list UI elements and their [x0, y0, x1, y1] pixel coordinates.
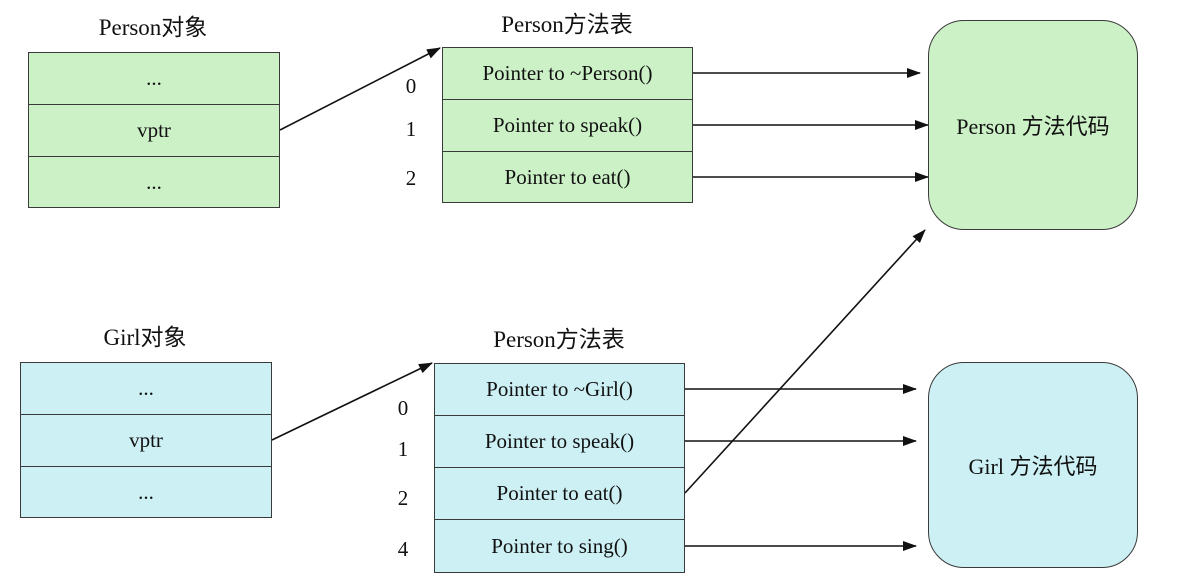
girl-table-index: 0: [397, 396, 409, 420]
person-object-vptr: vptr: [29, 105, 279, 157]
person-object-field: ...: [146, 169, 162, 194]
girl-object-vptr: vptr: [21, 415, 271, 467]
person-table-entry: Pointer to ~Person(): [443, 48, 692, 100]
girl-table-index: 2: [397, 486, 409, 510]
girl-object-field: ...: [138, 479, 154, 504]
person-object-field: ...: [29, 53, 279, 105]
person-table-entry: Pointer to eat(): [504, 164, 631, 189]
person-table-index: 2: [405, 166, 417, 190]
girl-object-title: Girl对象: [103, 325, 187, 350]
girl-object-field: ...: [21, 363, 271, 415]
girl-table-entry: Pointer to speak(): [435, 416, 684, 468]
person-table-title: Person方法表: [501, 12, 633, 37]
person-method-code: Person 方法代码: [928, 20, 1138, 230]
person-object-title: Person对象: [98, 15, 208, 40]
girl-table-index: 1: [397, 437, 409, 461]
girl-vptr-arrow: [271, 362, 433, 441]
person-object: ... vptr ...: [28, 52, 280, 208]
girl-object: ... vptr ...: [20, 362, 272, 518]
girl-table-entry: Pointer to sing(): [491, 533, 628, 558]
girl-entry-2-arrow: [684, 229, 926, 494]
person-table-entry: Pointer to speak(): [443, 100, 692, 152]
person-table-index: 1: [405, 117, 417, 141]
girl-table-entry: Pointer to eat(): [435, 468, 684, 520]
person-vptr-arrow: [279, 47, 441, 131]
girl-method-table: Pointer to ~Girl() Pointer to speak() Po…: [434, 363, 685, 573]
girl-table-title: Person方法表: [493, 327, 625, 352]
girl-table-entry: Pointer to ~Girl(): [435, 364, 684, 416]
person-table-index: 0: [405, 74, 417, 98]
person-method-table: Pointer to ~Person() Pointer to speak() …: [442, 47, 693, 203]
girl-method-code: Girl 方法代码: [928, 362, 1138, 568]
girl-table-index: 4: [397, 537, 409, 561]
